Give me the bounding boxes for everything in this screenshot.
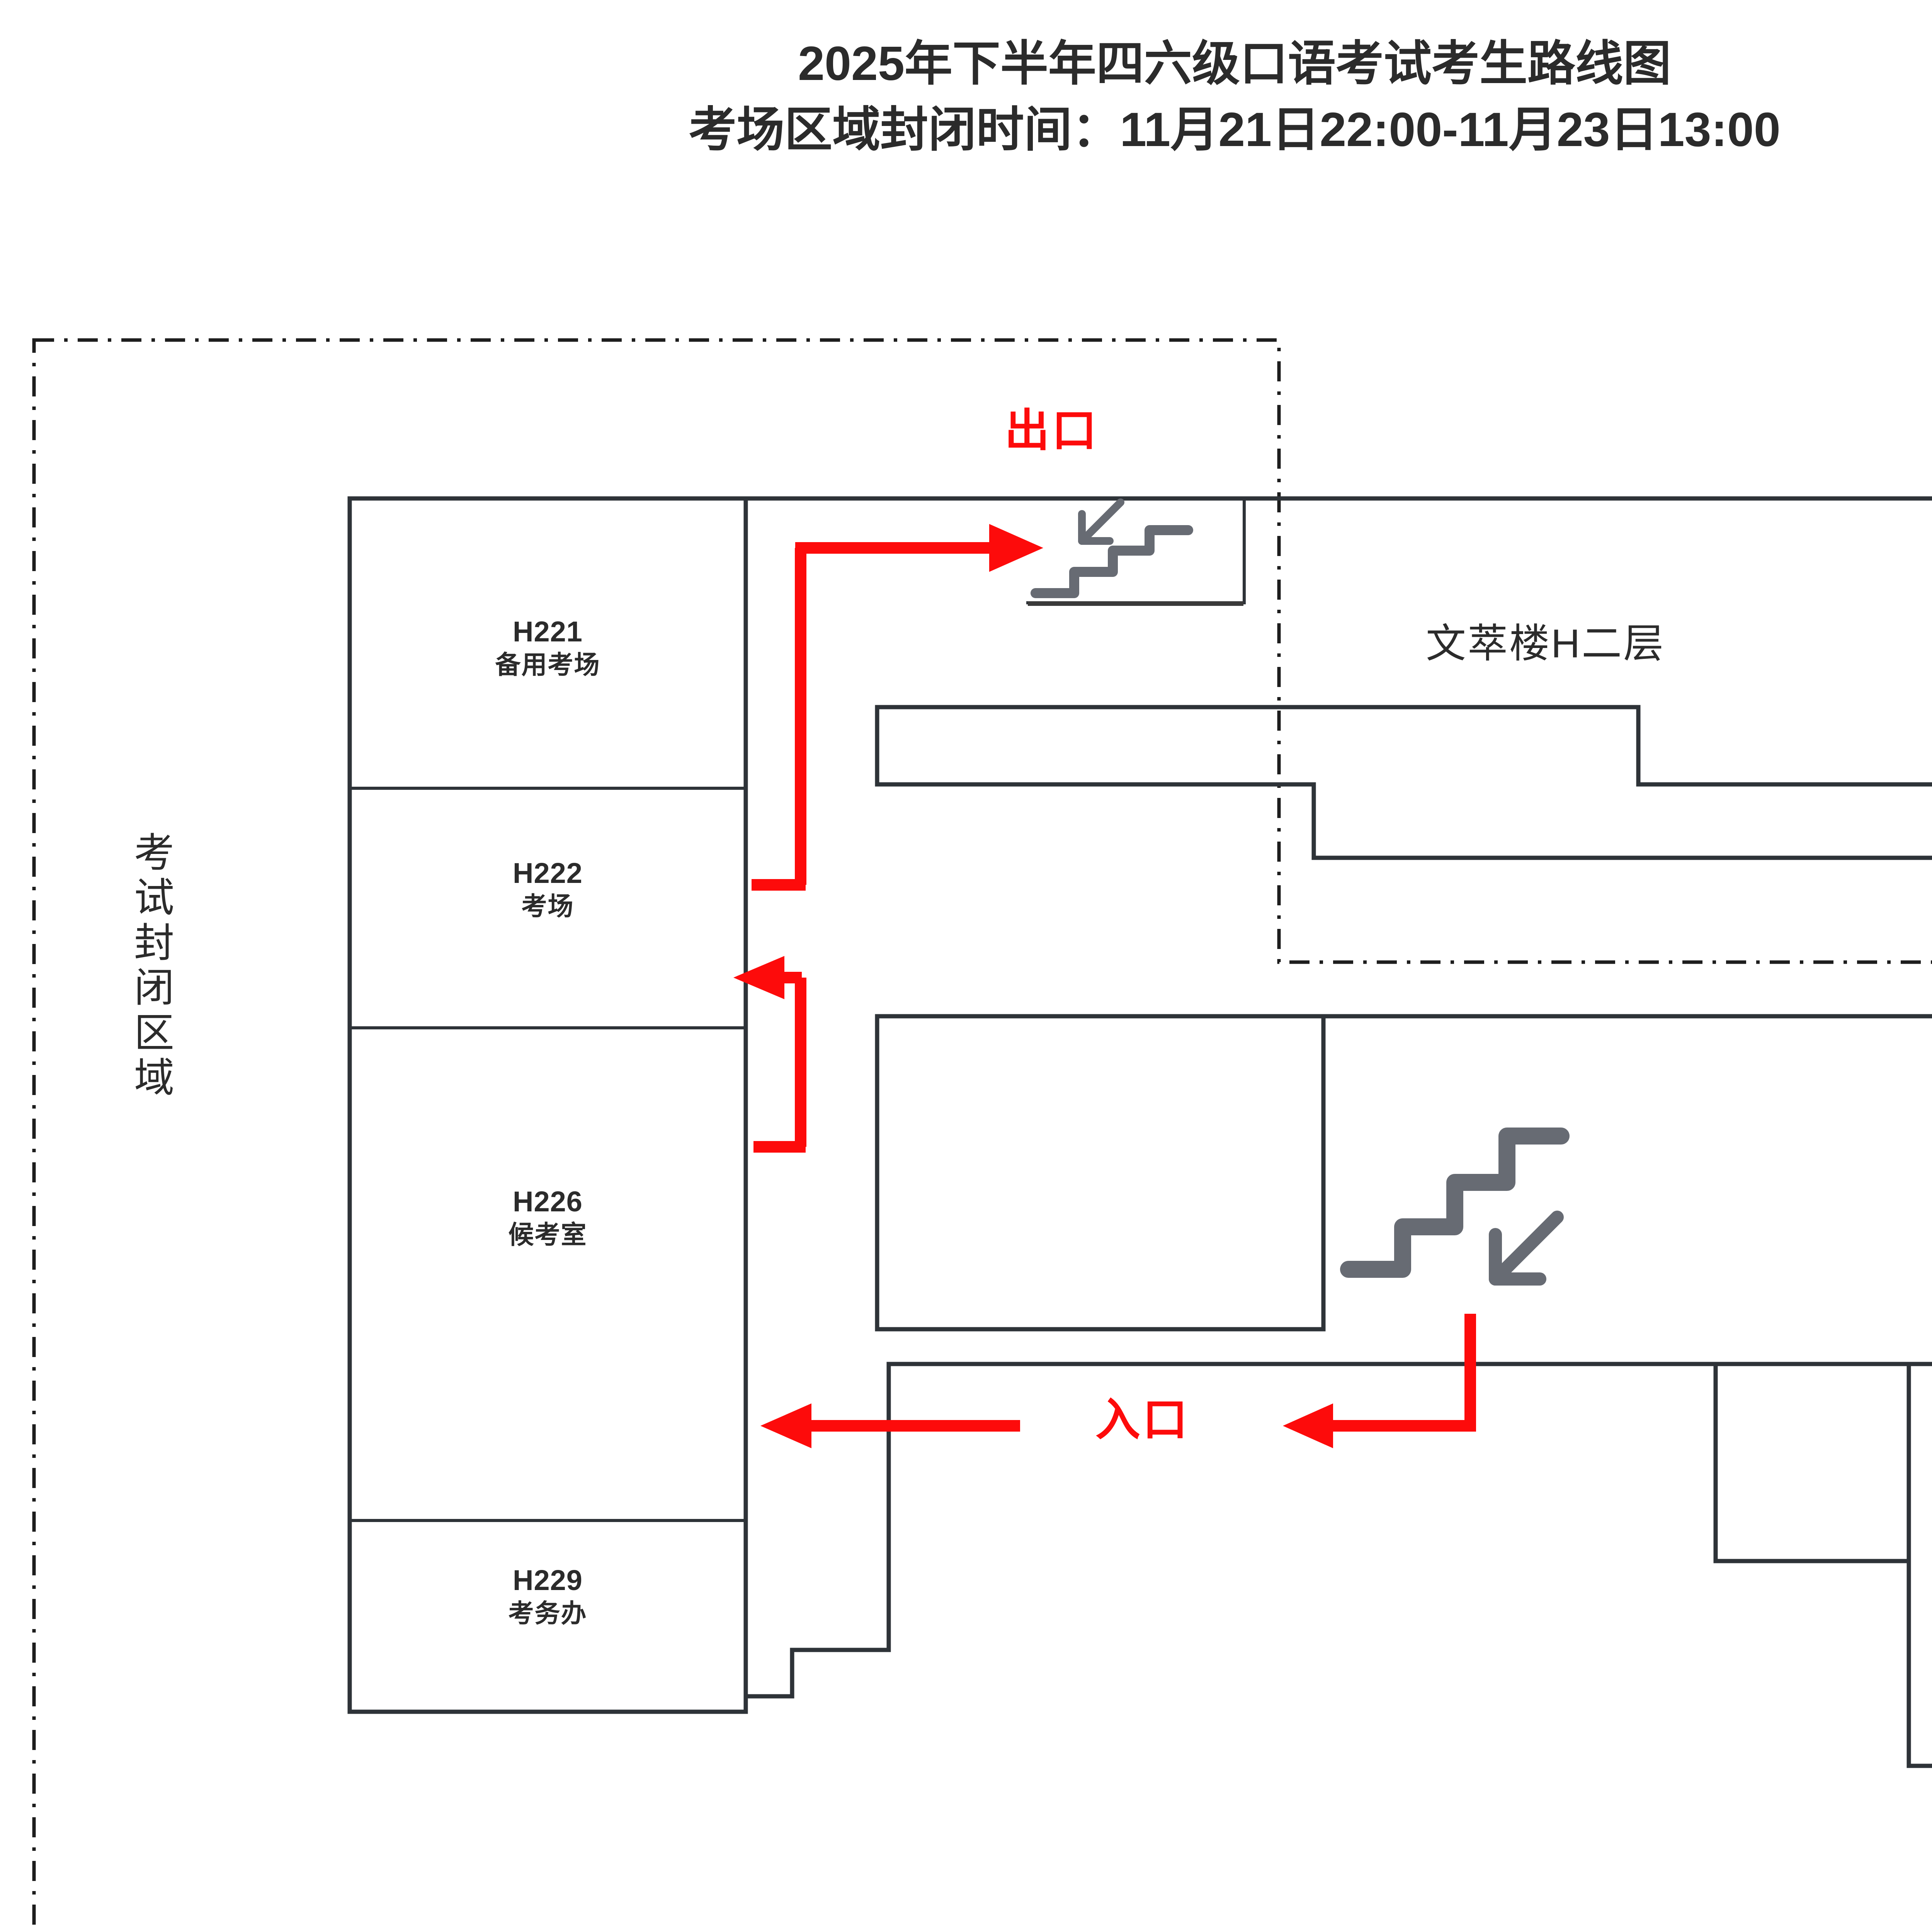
closed-zone-boundary (32, 338, 1932, 1932)
room-code: H222 (513, 857, 583, 889)
room-code: H221 (513, 616, 583, 648)
room-label-h226: H226 候考室 (350, 1184, 746, 1250)
room-label-h229: H229 考务办 (350, 1563, 746, 1629)
room-block-left (347, 496, 748, 1714)
closed-zone-label: 考试封闭区域 (134, 831, 175, 1101)
stairs-down-icon-center (1340, 1128, 1570, 1286)
entrance-route-path (760, 1314, 1476, 1448)
room-name: 候考室 (508, 1220, 587, 1249)
title-line-2: 考场区域封闭时间：11月21日22:00-11月23日13:00 (689, 103, 1781, 157)
room-name: 考场 (521, 892, 574, 921)
building-walls-middle (875, 1014, 1932, 1332)
room-code: H226 (513, 1185, 583, 1218)
room-code: H229 (513, 1564, 583, 1596)
room-label-h222: H222 考场 (350, 856, 746, 922)
page-title: 2025年下半年四六级口语考试考生路线图 考场区域封闭时间：11月21日22:0… (0, 31, 1932, 163)
title-line-1: 2025年下半年四六级口语考试考生路线图 (798, 37, 1671, 90)
room-name: 备用考场 (495, 650, 600, 679)
entrance-marker-label: 入口 (1095, 1395, 1190, 1445)
exit-route-path (733, 524, 1043, 1153)
exit-marker-label: 出口 (1005, 405, 1099, 456)
building-walls-lower (743, 1362, 1932, 1768)
floor-name-label: 文萃楼H二层 (1426, 621, 1665, 666)
room-label-h221: H221 备用考场 (350, 614, 746, 680)
room-name: 考务办 (508, 1599, 587, 1628)
stairs-down-icon-top (1028, 498, 1243, 606)
